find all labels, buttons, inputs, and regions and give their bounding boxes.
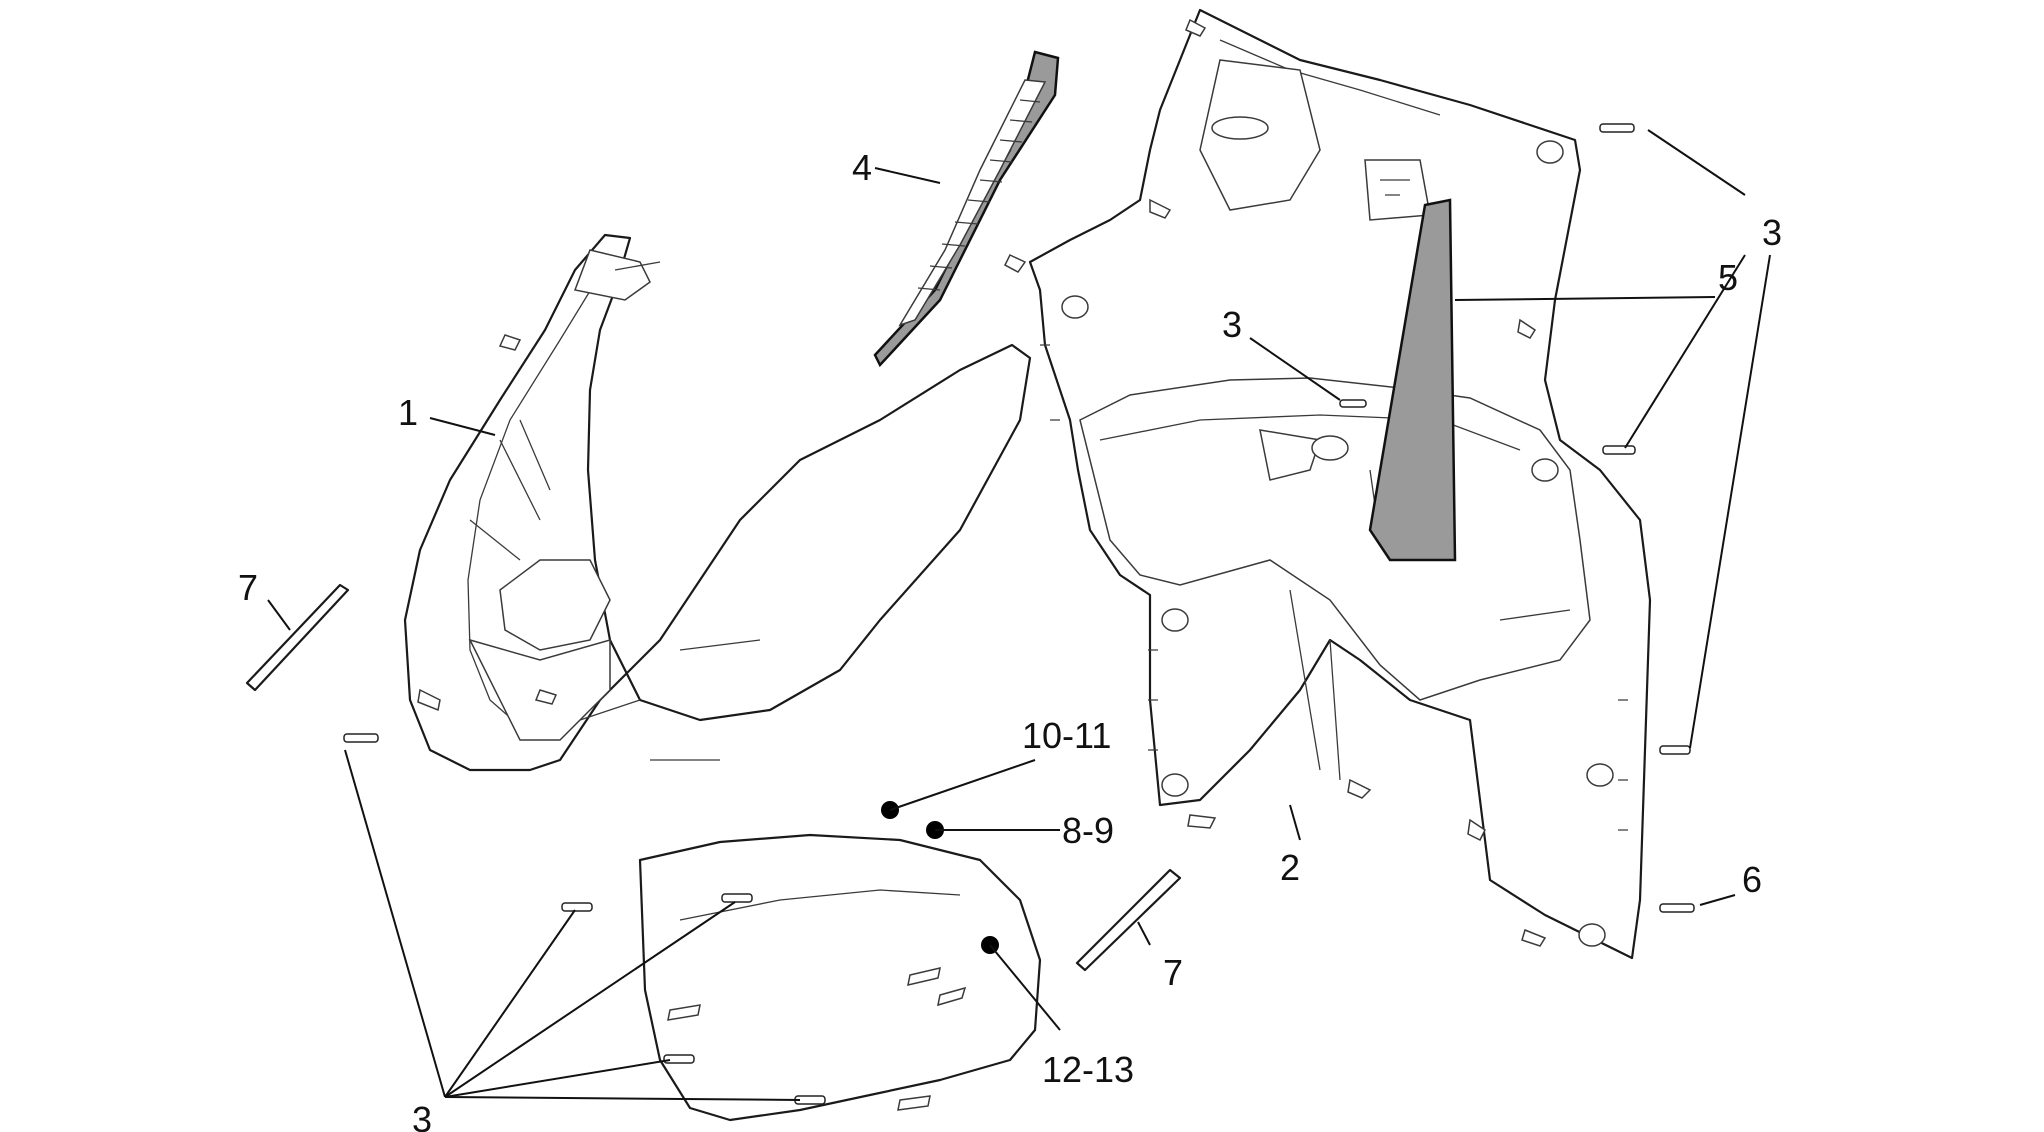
air-grille-part-4 [873, 50, 1060, 368]
callout-3-middle: 3 [1222, 304, 1242, 345]
callout-10-11: 10-11 [1022, 715, 1111, 756]
front-shield-frame-part-1 [403, 233, 1032, 772]
trim-strip-part-5 [1368, 198, 1457, 562]
callout-3-upper-right: 3 [1762, 212, 1782, 253]
callout-3-bottom-left: 3 [412, 1099, 432, 1132]
screw-icon [343, 733, 379, 743]
leader-lines [267, 129, 1771, 1101]
screw-icon [1599, 123, 1635, 133]
callout-7-right: 7 [1163, 952, 1183, 993]
callout-8-9: 8-9 [1062, 810, 1114, 851]
callout-4: 4 [852, 147, 872, 188]
callout-6: 6 [1742, 859, 1762, 900]
side-trim-left-part-7 [245, 583, 350, 692]
screw-icon [663, 1054, 695, 1064]
inner-leg-shield-part-2 [1028, 8, 1652, 960]
callout-1: 1 [398, 392, 418, 433]
screw-group [343, 123, 1695, 1105]
screw-icon [561, 902, 593, 912]
screw-icon [721, 893, 753, 903]
callout-2: 2 [1280, 847, 1300, 888]
screw-icon [1339, 399, 1367, 408]
side-trim-right-part-7 [1075, 868, 1182, 972]
callout-5: 5 [1718, 257, 1738, 298]
screw-icon [1659, 745, 1691, 755]
callout-12-13: 12-13 [1042, 1049, 1134, 1090]
screw-icon [1659, 903, 1695, 913]
callout-7-left: 7 [238, 567, 258, 608]
lower-front-apron [638, 833, 1042, 1122]
screw-icon [1602, 445, 1636, 455]
